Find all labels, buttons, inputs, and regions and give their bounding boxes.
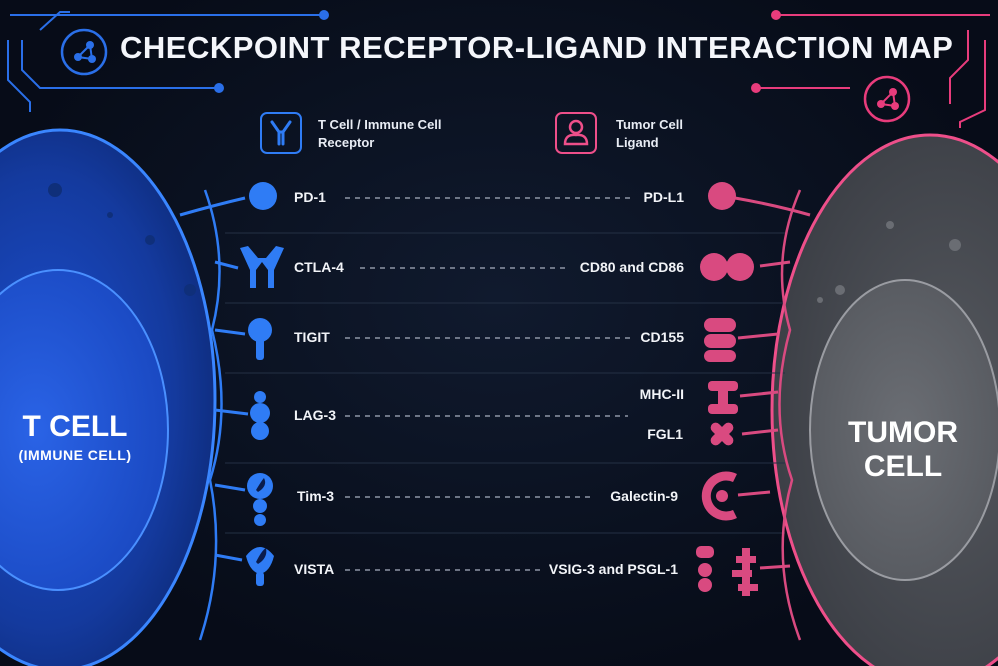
tumor-cell-title-line2: CELL	[863, 450, 943, 483]
network-icon	[60, 28, 108, 76]
t-cell-subtitle: (IMMUNE CELL)	[18, 447, 132, 463]
interaction-lines	[345, 197, 632, 571]
t-cell-body	[0, 128, 217, 666]
tumor-cell-membrane	[778, 189, 802, 641]
tigit-receptor-icon	[248, 318, 272, 360]
vista-receptor-icon	[246, 547, 274, 586]
cd80-cd86-ligand-icon	[700, 253, 754, 281]
ligand-label-cd155: CD155	[640, 329, 684, 345]
galectin-9-ligand-icon	[701, 471, 737, 521]
page-title: CHECKPOINT RECEPTOR-LIGAND INTERACTION M…	[120, 30, 954, 65]
cd155-ligand-icon	[704, 318, 736, 362]
fgl1-ligand-icon	[710, 422, 734, 446]
vsig-3-psgl-1-ligand-icon	[696, 546, 758, 596]
mhc-ii-ligand-icon	[708, 381, 738, 414]
ligand-label-fgl1: FGL1	[647, 426, 683, 442]
circuit-decoration-right	[751, 10, 990, 128]
tim-3-receptor-icon	[247, 473, 273, 526]
tumor-cell-icon	[555, 112, 597, 154]
receptor-label-vista: VISTA	[294, 561, 335, 577]
receptor-label-pd-1: PD-1	[294, 189, 326, 205]
receptor-label-ctla-4: CTLA-4	[294, 259, 344, 275]
pd-1-receptor-icon	[179, 196, 246, 217]
ligand-label-vsig-3-psgl-1: VSIG-3 and PSGL-1	[548, 561, 678, 577]
tumor-cell-body	[770, 133, 998, 666]
legend-ligand-label: Tumor Cell Ligand	[616, 117, 683, 150]
circuit-decoration-left	[7, 10, 329, 112]
receptor-label-lag-3: LAG-3	[294, 407, 336, 423]
lag-3-receptor-icon	[250, 391, 270, 440]
receptors	[179, 182, 284, 586]
ligands	[696, 182, 811, 596]
legend-receptor-label: T Cell / Immune Cell Receptor	[318, 117, 442, 150]
ligand-label-galectin-9: Galectin-9	[610, 488, 678, 504]
antibody-icon	[260, 112, 302, 154]
network-icon	[863, 75, 911, 123]
ligand-label-cd80-cd86: CD80 and CD86	[579, 259, 684, 275]
receptor-label-tim-3: Tim-3	[297, 488, 335, 504]
t-cell-title: T CELL	[22, 410, 128, 443]
receptor-label-tigit: TIGIT	[294, 329, 330, 345]
tumor-cell-title-line1: TUMOR	[848, 416, 958, 449]
pd-l1-ligand-icon	[708, 182, 736, 210]
row-dividers	[225, 232, 785, 534]
t-cell-membrane	[198, 189, 223, 641]
ligand-label-pd-l1: PD-L1	[643, 189, 684, 205]
ligand-label-mhc-ii: MHC-II	[639, 386, 684, 402]
ctla-4-receptor-icon	[240, 246, 284, 288]
